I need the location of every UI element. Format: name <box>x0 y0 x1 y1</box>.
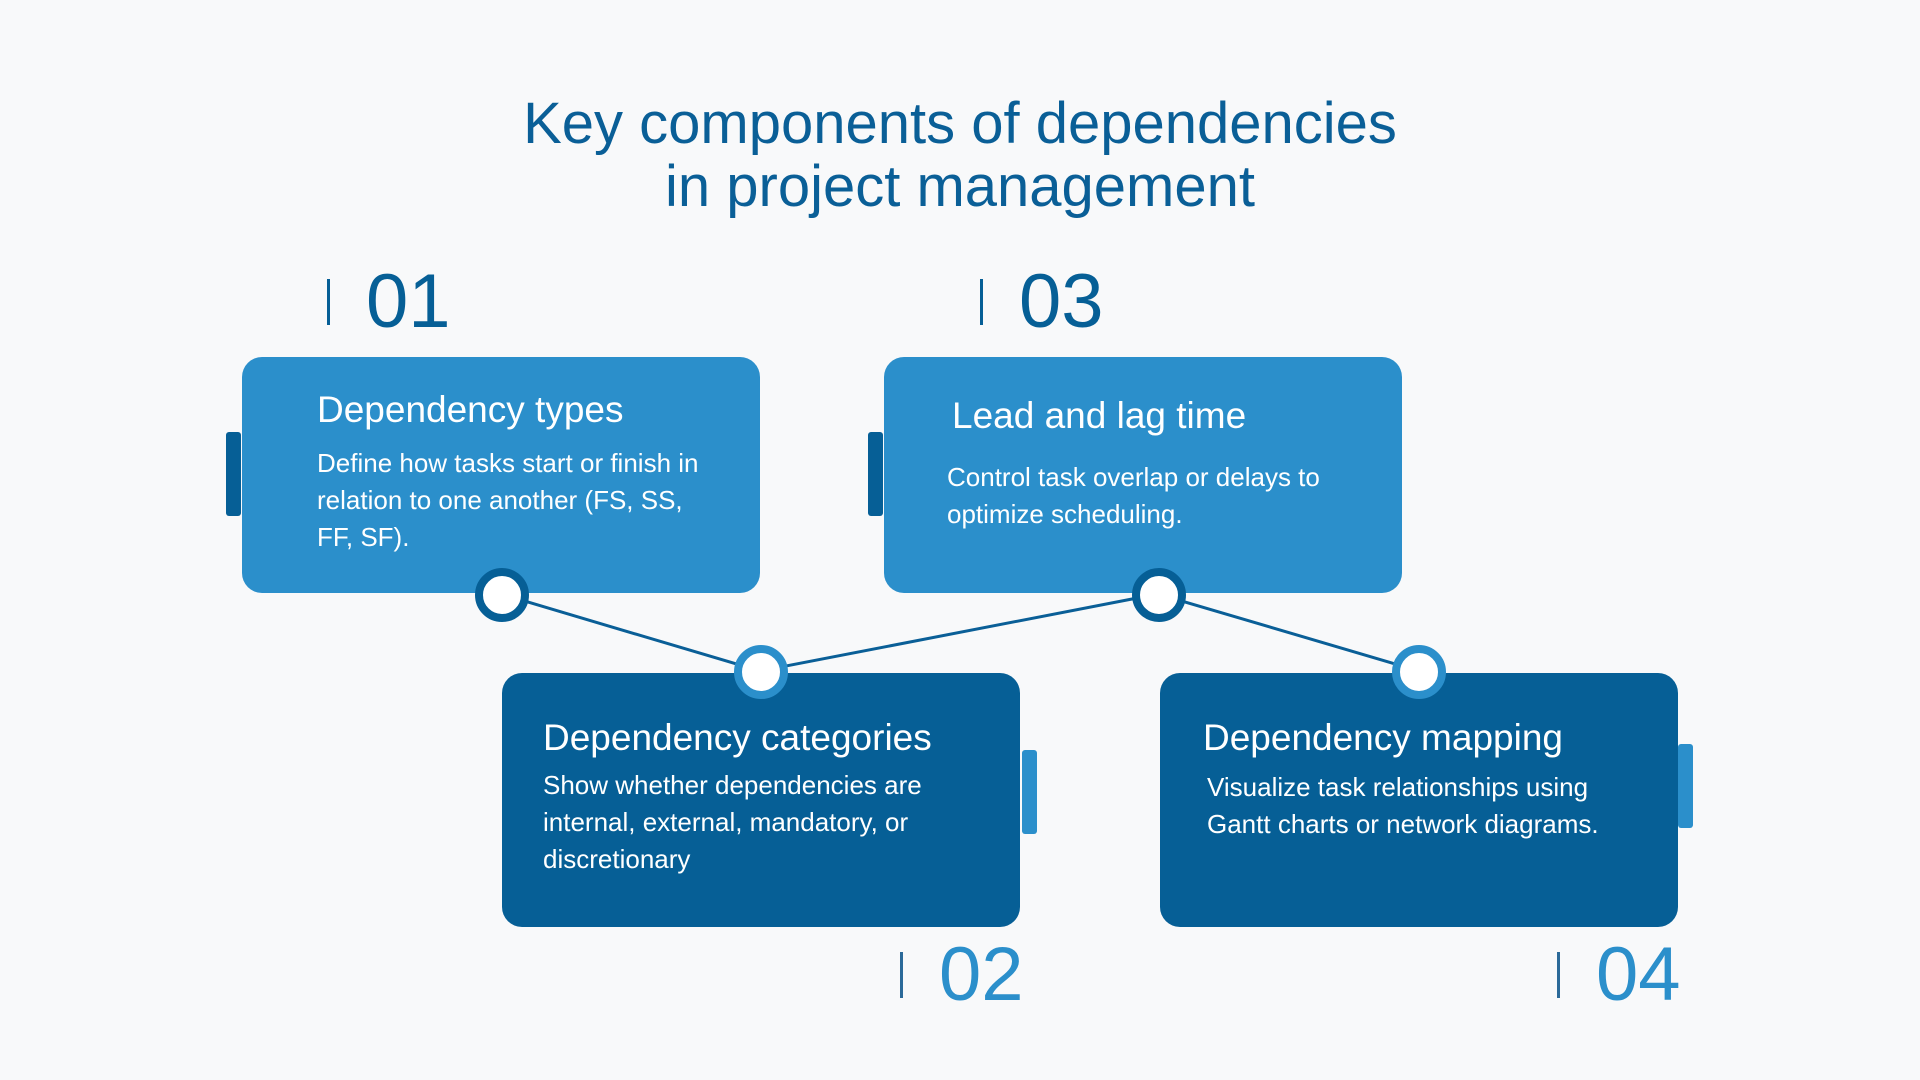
card-tab <box>1678 744 1693 828</box>
number-divider <box>980 279 983 325</box>
number-divider <box>1557 952 1560 998</box>
card-dependency-mapping: Dependency mapping Visualize task relati… <box>1160 673 1678 927</box>
card-lead-lag-time: Lead and lag time Control task overlap o… <box>884 357 1402 593</box>
card-heading: Dependency types <box>317 389 624 430</box>
item-number-01: 01 <box>327 264 451 340</box>
card-tab <box>226 432 241 516</box>
item-number-03: 03 <box>980 264 1104 340</box>
title-line-2: in project management <box>665 154 1255 219</box>
card-tab <box>1022 750 1037 834</box>
item-number-02: 02 <box>900 937 1024 1013</box>
card-heading: Lead and lag time <box>952 395 1247 436</box>
card-body: Visualize task relationships using Gantt… <box>1207 772 1599 839</box>
card-heading: Dependency categories <box>543 717 932 758</box>
card-body: Show whether dependencies are internal, … <box>543 770 922 874</box>
title-line-1: Key components of dependencies <box>523 91 1397 156</box>
connector-node-03 <box>1132 568 1186 622</box>
connector-node-01 <box>475 568 529 622</box>
card-tab <box>868 432 883 516</box>
card-dependency-types: Dependency types Define how tasks start … <box>242 357 760 593</box>
card-dependency-categories: Dependency categories Show whether depen… <box>502 673 1020 927</box>
number-divider <box>327 279 330 325</box>
card-heading: Dependency mapping <box>1203 717 1563 758</box>
card-body: Control task overlap or delays to optimi… <box>947 462 1320 529</box>
card-body: Define how tasks start or finish in rela… <box>317 448 699 552</box>
number-divider <box>900 952 903 998</box>
item-number-04: 04 <box>1557 937 1681 1013</box>
connector-node-02 <box>734 645 788 699</box>
page-title: Key components of dependencies in projec… <box>0 92 1920 218</box>
connector-node-04 <box>1392 645 1446 699</box>
